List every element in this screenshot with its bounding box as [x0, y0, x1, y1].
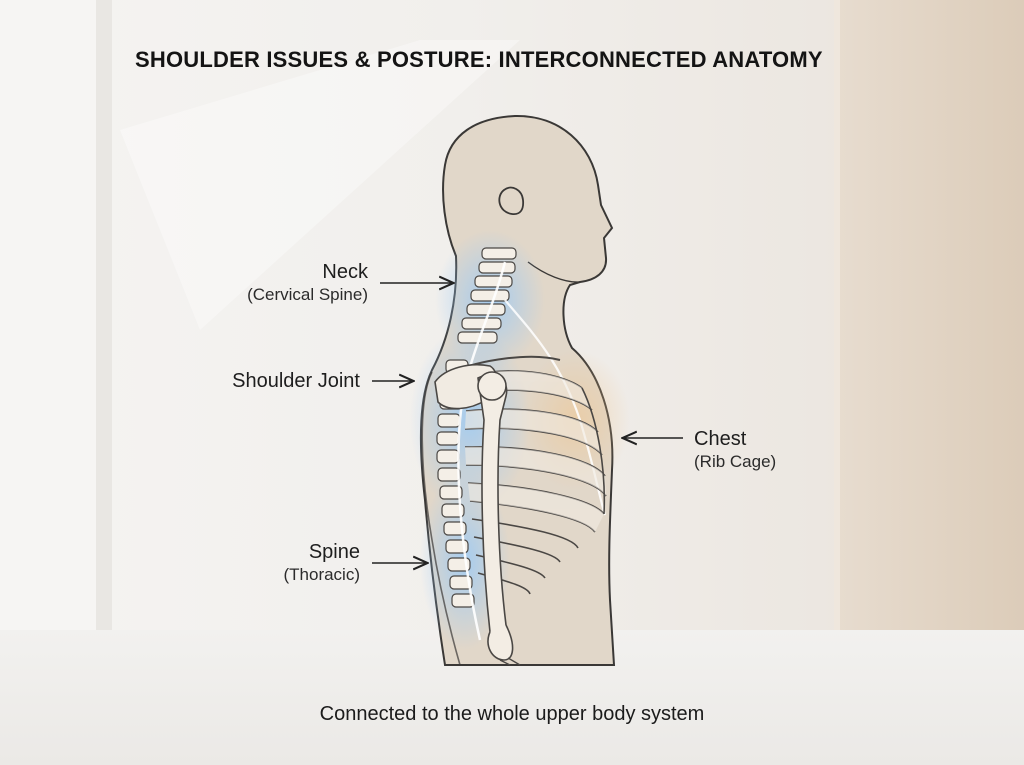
shoulder-label-main: Shoulder Joint: [232, 370, 360, 392]
arm-outline: [421, 371, 461, 666]
chest-label: Chest (Rib Cage): [694, 427, 824, 473]
nerve-to-chest: [504, 299, 607, 516]
page-title: SHOULDER ISSUES & POSTURE: INTERCONNECTE…: [135, 47, 823, 72]
chest-label-sub: (Rib Cage): [694, 452, 777, 471]
cervical-vertebrae: [457, 247, 517, 344]
elbow: [487, 624, 514, 661]
light-beam: [120, 40, 520, 330]
spine-label: Spine (Thoracic): [230, 540, 360, 586]
left-pillar: [0, 0, 110, 640]
spinal-nerve-line: [457, 261, 507, 641]
left-pillar-edge: [96, 0, 112, 640]
sternum: [581, 387, 606, 515]
humeral-head: [477, 371, 507, 401]
forearm: [499, 657, 521, 666]
neck-label: Neck (Cervical Spine): [200, 260, 368, 306]
neck-label-main: Neck: [322, 261, 368, 283]
neck-label-sub: (Cervical Spine): [247, 285, 368, 304]
spine-label-sub: (Thoracic): [283, 565, 360, 584]
spine-label-main: Spine: [308, 541, 360, 563]
caption: Connected to the whole upper body system: [319, 703, 705, 725]
right-wall: [838, 0, 1024, 640]
right-wall-edge: [834, 0, 840, 640]
chest-label-main: Chest: [694, 428, 747, 450]
shoulder-label: Shoulder Joint: [190, 369, 360, 393]
ear-icon: [498, 186, 525, 215]
